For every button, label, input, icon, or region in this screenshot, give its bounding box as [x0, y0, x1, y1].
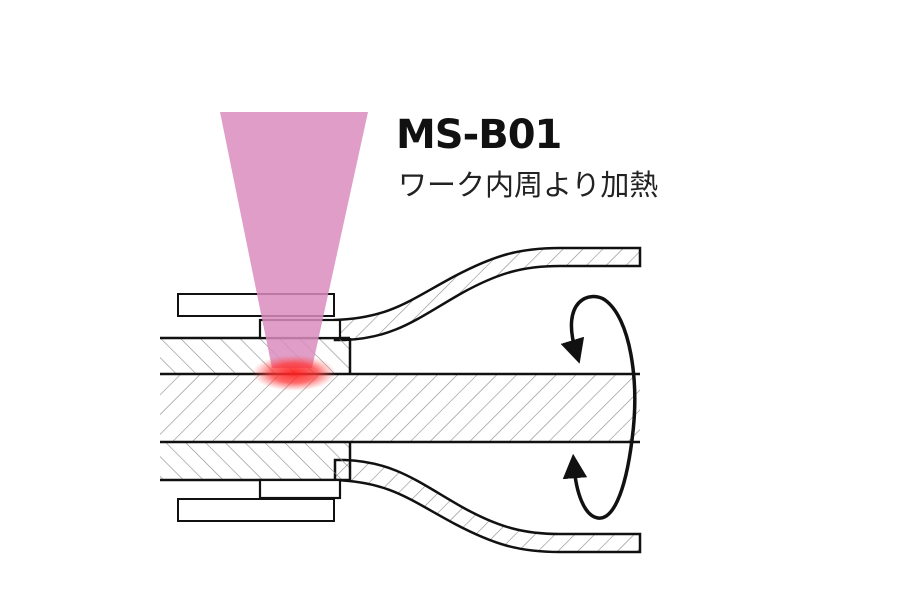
laser-beam [220, 112, 368, 368]
center-shaft [160, 374, 640, 442]
heat-spot [252, 355, 336, 391]
lower-sleeve [258, 478, 342, 500]
lower-flare-wall [333, 458, 642, 554]
lower-clamp-plate [177, 498, 335, 522]
upper-flare-wall [333, 246, 642, 342]
model-title: MS-B01 [396, 112, 562, 158]
lower-pipe-wall [160, 442, 350, 480]
heating-description: ワーク内周より加熱 [398, 168, 659, 202]
rotation-arrow-icon [560, 294, 637, 520]
